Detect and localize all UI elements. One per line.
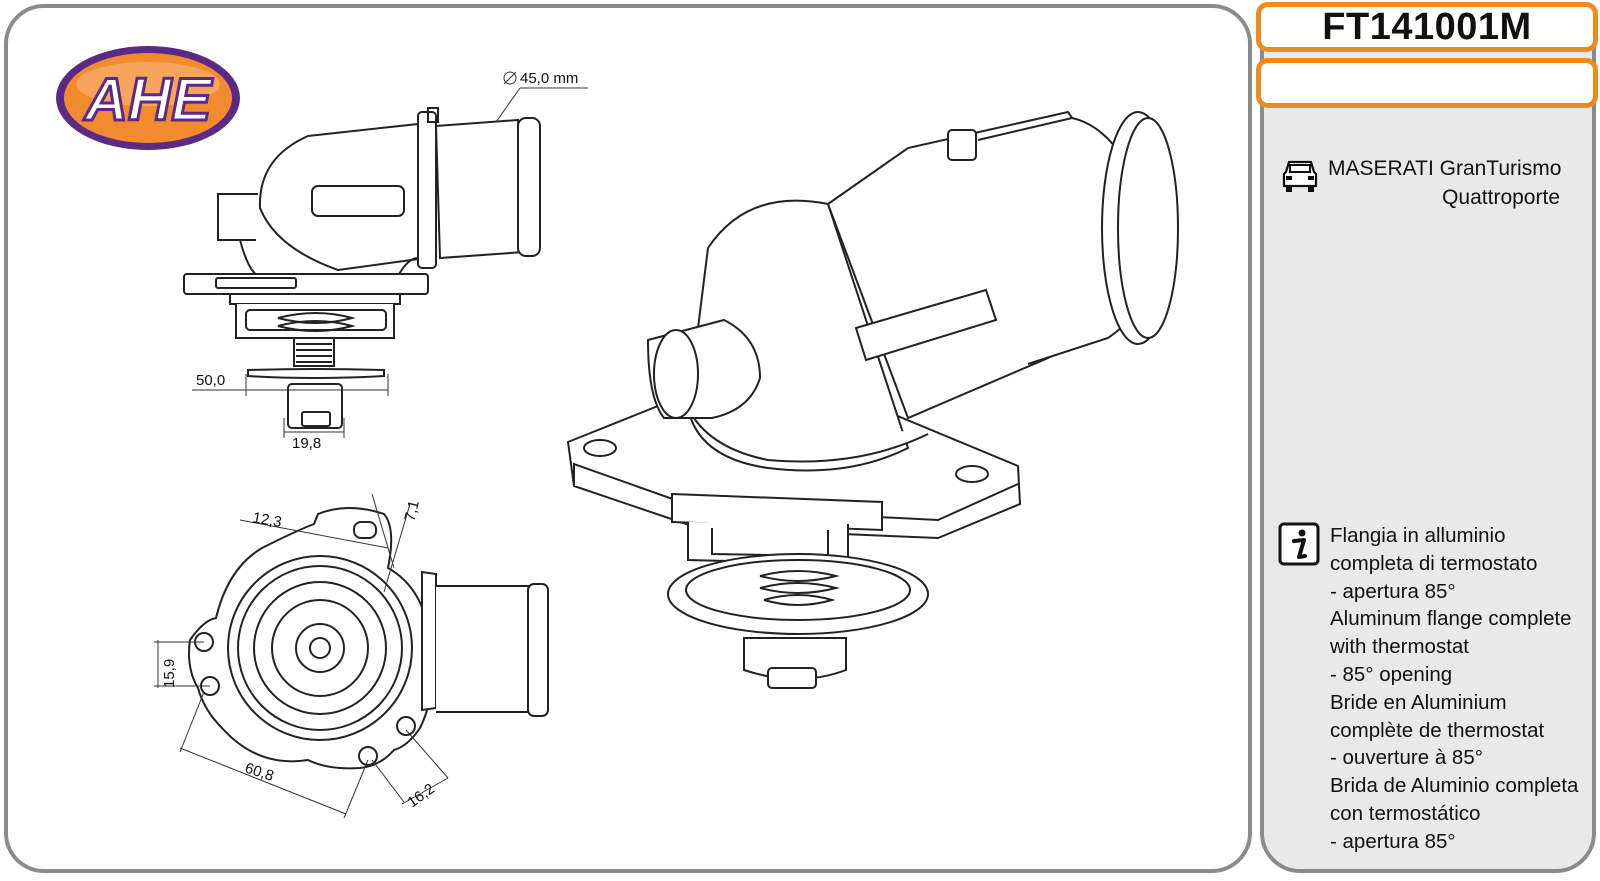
description-line: con termostático (1330, 801, 1481, 825)
description-line: Brida de Aluminio completa (1330, 774, 1579, 798)
description-line: - apertura 85° (1330, 829, 1456, 853)
technical-drawing-panel: AHE (4, 4, 1252, 873)
part-code: FT141001M (1256, 2, 1598, 52)
dim-pipe-diameter: 45,0 mm (520, 70, 578, 87)
description-line: with thermostat (1330, 635, 1469, 659)
dim-hole-spacing-diag: 60,8 (243, 760, 276, 785)
vehicle-make-model: MASERATI GranTurismo (1328, 157, 1562, 180)
logo-text: AHE (83, 66, 214, 133)
info-panel (1260, 4, 1596, 873)
dim-hole-offset: 12,3 (251, 509, 283, 531)
description-line: completa di termostato (1330, 551, 1538, 575)
top-view-dimensions (154, 493, 449, 819)
side-view-drawing (183, 107, 541, 429)
technical-drawing: AHE (56, 46, 1179, 819)
description-line: complète de thermostat (1330, 718, 1545, 742)
car-icon (1282, 160, 1318, 192)
vehicle-model-2: Quattroporte (1442, 186, 1560, 209)
dim-tab-width: 7,1 (401, 499, 423, 523)
dim-nut-width: 19,8 (292, 435, 321, 452)
dim-hole-spacing-v: 15,9 (161, 659, 178, 688)
info-icon (1278, 522, 1320, 566)
description-line: - 85° opening (1330, 662, 1453, 686)
description-line: - ouverture à 85° (1330, 746, 1483, 770)
ahe-logo: AHE (56, 46, 240, 150)
part-subcode-box (1256, 58, 1598, 108)
description-line: - apertura 85° (1330, 579, 1456, 603)
description-line: Bride en Aluminium (1330, 690, 1507, 714)
description-line: Aluminum flange complete (1330, 607, 1572, 631)
description-line: Flangia in alluminio (1330, 524, 1506, 547)
dim-hole-edge: 16,2 (404, 780, 438, 811)
side-view-dimensions (192, 87, 588, 438)
top-view-drawing (188, 507, 549, 770)
dim-height: 50,0 (196, 372, 225, 389)
isometric-view-drawing (566, 110, 1179, 689)
